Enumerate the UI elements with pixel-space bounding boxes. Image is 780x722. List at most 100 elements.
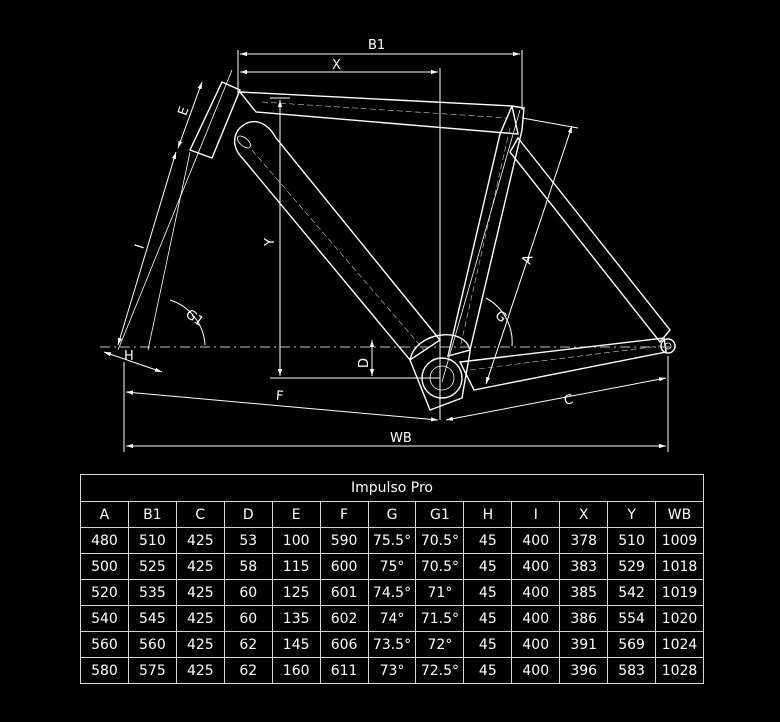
- column-header-g1: G1: [415, 501, 465, 528]
- table-cell: 386: [559, 605, 609, 632]
- column-header-wb: WB: [655, 501, 704, 528]
- table-cell: 70.5°: [415, 527, 465, 554]
- table-cell: 425: [175, 657, 225, 684]
- table-cell: 70.5°: [415, 553, 465, 580]
- table-cell: 606: [319, 631, 369, 658]
- table-cell: 554: [607, 605, 657, 632]
- table-cell: 391: [559, 631, 609, 658]
- table-cell: 383: [559, 553, 609, 580]
- table-cell: 1020: [655, 605, 704, 632]
- column-header-f: F: [319, 501, 369, 528]
- table-cell: 425: [175, 527, 225, 554]
- seat-tube-axis: [441, 109, 521, 383]
- c-dimension-line: [445, 377, 667, 421]
- down-tube: [233, 120, 442, 361]
- table-cell: 601: [319, 579, 369, 606]
- table-cell: 160: [271, 657, 321, 684]
- table-cell: 560: [80, 631, 129, 658]
- table-cell: 542: [607, 579, 657, 606]
- bb-junction: [409, 334, 471, 411]
- table-cell: 1028: [655, 657, 704, 684]
- table-cell: 425: [175, 579, 225, 606]
- table-cell: 529: [607, 553, 657, 580]
- table-cell: 500: [80, 553, 129, 580]
- column-header-g: G: [367, 501, 417, 528]
- table-cell: 74°: [367, 605, 417, 632]
- g-angle-arc: [485, 297, 513, 347]
- label-d: D: [357, 358, 372, 368]
- table-cell: 1019: [655, 579, 704, 606]
- table-cell: 60: [223, 605, 273, 632]
- chain-stay: [458, 337, 667, 391]
- label-h: H: [124, 349, 134, 364]
- cable-port: [236, 135, 252, 149]
- table-cell: 58: [223, 553, 273, 580]
- table-cell: 400: [511, 579, 561, 606]
- table-cell: 425: [175, 553, 225, 580]
- table-cell: 378: [559, 527, 609, 554]
- table-cell: 73.5°: [367, 631, 417, 658]
- table-cell: 510: [607, 527, 657, 554]
- table-cell: 425: [175, 605, 225, 632]
- label-wb: WB: [390, 431, 412, 446]
- a-dimension-line: [485, 125, 573, 385]
- table-cell: 400: [511, 527, 561, 554]
- table-cell: 583: [607, 657, 657, 684]
- table-cell: 385: [559, 579, 609, 606]
- column-header-y: Y: [607, 501, 657, 528]
- table-cell: 100: [271, 527, 321, 554]
- table-cell: 145: [271, 631, 321, 658]
- table-cell: 545: [127, 605, 177, 632]
- table-cell: 396: [559, 657, 609, 684]
- table-cell: 540: [80, 605, 129, 632]
- table-cell: 611: [319, 657, 369, 684]
- column-header-a: A: [80, 501, 129, 528]
- column-header-x: X: [559, 501, 609, 528]
- table-cell: 560: [127, 631, 177, 658]
- label-a: A: [519, 253, 536, 266]
- table-cell: 125: [271, 579, 321, 606]
- table-cell: 135: [271, 605, 321, 632]
- table-cell: 575: [127, 657, 177, 684]
- i-dimension-line: [117, 151, 177, 346]
- f-dimension-line: [125, 390, 439, 422]
- table-cell: 71°: [415, 579, 465, 606]
- a-ext-top: [521, 117, 579, 129]
- rear-axle: [664, 342, 672, 350]
- label-y: Y: [263, 238, 278, 247]
- table-cell: 400: [511, 657, 561, 684]
- column-header-b1: B1: [127, 501, 177, 528]
- g1-angle-arc: [169, 299, 206, 346]
- table-cell: 400: [511, 631, 561, 658]
- label-c: C: [563, 392, 575, 408]
- label-e: E: [175, 105, 192, 118]
- table-cell: 72°: [415, 631, 465, 658]
- label-b1: B1: [368, 38, 385, 53]
- table-cell: 45: [463, 527, 513, 554]
- table-cell: 115: [271, 553, 321, 580]
- table-cell: 400: [511, 553, 561, 580]
- table-cell: 75.5°: [367, 527, 417, 554]
- h-dimension-line: [103, 351, 163, 373]
- table-cell: 45: [463, 553, 513, 580]
- column-header-d: D: [223, 501, 273, 528]
- table-cell: 60: [223, 579, 273, 606]
- table-cell: 45: [463, 657, 513, 684]
- table-cell: 510: [127, 527, 177, 554]
- label-f: F: [275, 389, 284, 405]
- table-title: Impulso Pro: [80, 474, 704, 502]
- fork-line: [147, 151, 191, 351]
- column-header-h: H: [463, 501, 513, 528]
- table-cell: 75°: [367, 553, 417, 580]
- table-cell: 1024: [655, 631, 704, 658]
- down-tube-inner: [251, 149, 425, 351]
- label-i: I: [133, 243, 148, 251]
